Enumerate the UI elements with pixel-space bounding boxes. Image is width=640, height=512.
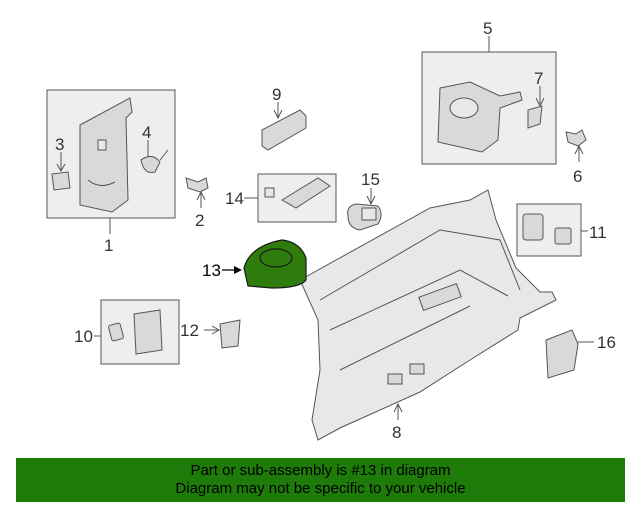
callout-1: 1 <box>104 236 113 255</box>
part-1-group[interactable] <box>46 89 176 219</box>
callout-5: 5 <box>483 19 492 38</box>
part-8-trim-panel[interactable] <box>299 189 557 441</box>
callout-7: 7 <box>534 69 543 88</box>
banner-line-1: Part or sub-assembly is #13 in diagram <box>190 462 451 479</box>
callout-12: 12 <box>180 321 199 340</box>
callout-2: 2 <box>195 211 204 230</box>
part-3-clip[interactable] <box>51 171 71 191</box>
part-7-clip[interactable] <box>527 105 543 129</box>
callout-11: 11 <box>589 223 607 242</box>
callout-16: 16 <box>597 333 616 352</box>
part-16-clip[interactable] <box>545 329 594 379</box>
banner-line-2: Diagram may not be specific to your vehi… <box>175 480 466 497</box>
part-5-group[interactable] <box>421 51 557 165</box>
part-12-clip[interactable] <box>204 319 241 349</box>
callout-3: 3 <box>55 135 64 154</box>
info-banner: Part or sub-assembly is #13 in diagram D… <box>16 458 625 502</box>
callout-10: 10 <box>74 327 93 346</box>
part-9-bracket[interactable] <box>261 102 307 151</box>
callout-13: 13 <box>202 261 221 280</box>
part-2-bolt[interactable] <box>185 177 209 208</box>
callout-15: 15 <box>361 170 380 189</box>
part-13-highlighted[interactable] <box>222 239 307 289</box>
part-15-switch[interactable] <box>347 188 382 231</box>
callout-8: 8 <box>392 423 401 442</box>
part-11-group[interactable] <box>516 203 582 257</box>
part-10-group[interactable] <box>100 299 180 365</box>
part-6-bolt[interactable] <box>565 129 587 162</box>
callout-9: 9 <box>272 85 281 104</box>
callout-6: 6 <box>573 167 582 186</box>
part-4-clip[interactable] <box>140 156 161 173</box>
callout-4: 4 <box>142 123 151 142</box>
part-14-group[interactable] <box>257 173 337 223</box>
callout-14: 14 <box>225 189 244 208</box>
